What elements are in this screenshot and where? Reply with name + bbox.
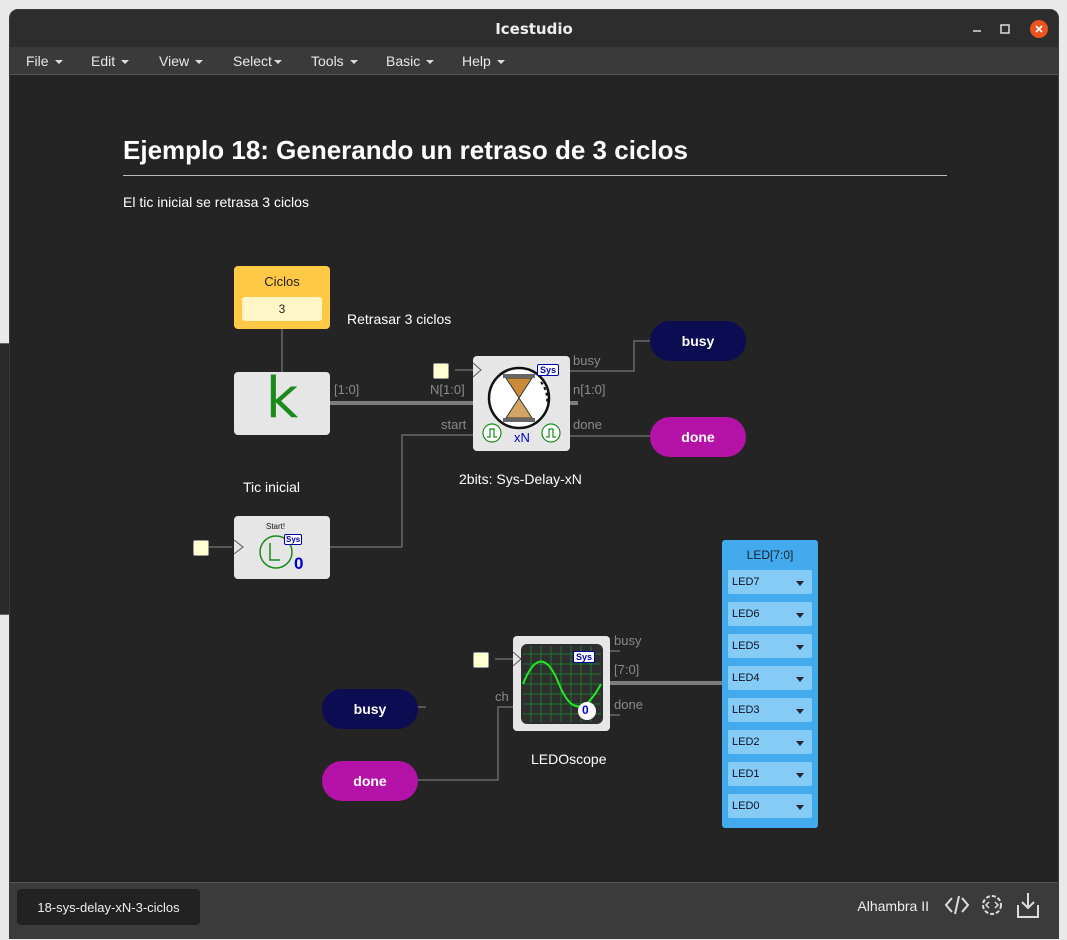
chevron-down-icon (121, 60, 130, 65)
chevron-down-icon (54, 60, 63, 65)
maximize-icon[interactable] (996, 20, 1014, 38)
title-bar: Icestudio (10, 10, 1058, 47)
start-block[interactable]: Start! Sys 0 (234, 516, 330, 579)
chevron-down-icon (796, 741, 804, 746)
retrasar-label: Retrasar 3 ciclos (347, 311, 452, 327)
clock-input-icon (234, 535, 293, 569)
pin-ch: ch (495, 689, 509, 704)
start-config-port[interactable] (193, 540, 209, 556)
chevron-down-icon (273, 60, 282, 65)
menu-basic[interactable]: Basic (386, 53, 435, 69)
menu-view[interactable]: View (159, 53, 204, 69)
scope-config-port[interactable] (473, 652, 489, 668)
pin-n-out: n[1:0] (573, 382, 606, 397)
gear-code-icon[interactable] (978, 891, 1006, 924)
led-pin-select[interactable]: LED1 (728, 762, 812, 786)
delay-caption: 2bits: Sys-Delay-xN (459, 471, 582, 487)
start-value: 0 (294, 554, 304, 573)
led-pin-select[interactable]: LED7 (728, 570, 812, 594)
chevron-down-icon (195, 60, 204, 65)
chevron-down-icon (796, 773, 804, 778)
app-window: Icestudio File Edit View Select Tools Ba… (10, 10, 1058, 938)
window-title: Icestudio (495, 19, 573, 38)
busy-output[interactable]: busy (650, 321, 746, 361)
pin-scope-bus: [7:0] (614, 662, 640, 677)
chevron-down-icon (796, 645, 804, 650)
menu-edit[interactable]: Edit (91, 53, 130, 69)
k-symbol: k (265, 366, 299, 431)
ledoscope-block[interactable]: Sys 0 (513, 636, 610, 731)
menu-bar: File Edit View Select Tools Basic Help (10, 47, 1058, 75)
menu-help[interactable]: Help (462, 53, 505, 69)
led-pin-select[interactable]: LED2 (728, 730, 812, 754)
tic-inicial-label: Tic inicial (243, 479, 301, 495)
start-text: Start! (266, 522, 286, 531)
ledoscope-caption: LEDOscope (531, 751, 607, 767)
oscilloscope-icon (513, 644, 603, 724)
pin-start: start (441, 417, 467, 432)
menu-select[interactable]: Select (233, 53, 282, 69)
description-text: El tic inicial se retrasa 3 ciclos (123, 194, 309, 210)
sys-badge: Sys (573, 651, 596, 663)
led-panel-title: LED[7:0] (746, 548, 794, 562)
chevron-down-icon (796, 709, 804, 714)
chevron-down-icon (796, 805, 804, 810)
chevron-down-icon (426, 60, 435, 65)
chevron-down-icon (796, 581, 804, 586)
chevron-down-icon (796, 613, 804, 618)
file-tab[interactable]: 18-sys-delay-xN-3-ciclos (17, 889, 200, 925)
sys-delay-block[interactable]: Sys xN (473, 356, 570, 451)
led-output-panel[interactable]: LED[7:0] LED7 LED6 LED5 LED4 LED3 LED2 L… (722, 540, 818, 828)
busy-input[interactable]: busy (322, 689, 418, 729)
scope-value: 0 (582, 703, 589, 717)
design-canvas[interactable]: Ejemplo 18: Generando un retraso de 3 ci… (10, 75, 1058, 882)
ciclos-constant[interactable]: Ciclos 3 (234, 266, 330, 329)
menu-tools[interactable]: Tools (311, 53, 358, 69)
xn-label: xN (514, 430, 530, 445)
k-constant-block[interactable]: k (234, 366, 330, 435)
download-icon[interactable] (1014, 891, 1042, 926)
led-pin-select[interactable]: LED4 (728, 666, 812, 690)
ciclos-value[interactable]: 3 (242, 297, 322, 321)
pin-n-in: N[1:0] (430, 382, 465, 397)
led-pin-select[interactable]: LED5 (728, 634, 812, 658)
led-pin-select[interactable]: LED6 (728, 602, 812, 626)
ciclos-title: Ciclos (264, 274, 300, 289)
menu-file[interactable]: File (26, 53, 63, 69)
board-selector[interactable]: Alhambra II (857, 898, 929, 914)
pin-busy: busy (573, 353, 601, 368)
sys-badge: Sys (537, 364, 560, 376)
pin-scope-busy: busy (614, 633, 642, 648)
title-divider (123, 175, 947, 176)
page-title: Ejemplo 18: Generando un retraso de 3 ci… (123, 135, 688, 165)
code-icon[interactable] (943, 891, 971, 924)
done-output[interactable]: done (650, 417, 746, 457)
done-input[interactable]: done (322, 761, 418, 801)
minimize-icon[interactable] (968, 20, 986, 38)
led-pin-select[interactable]: LED3 (728, 698, 812, 722)
status-bar: 18-sys-delay-xN-3-ciclos Alhambra II (10, 882, 1058, 938)
chevron-down-icon (349, 60, 358, 65)
led-pin-select[interactable]: LED0 (728, 794, 812, 818)
close-icon[interactable] (1030, 20, 1048, 38)
hourglass-icon (473, 362, 561, 443)
chevron-down-icon (496, 60, 505, 65)
bus-label: [1:0] (334, 382, 360, 397)
pin-done: done (573, 417, 602, 432)
pin-scope-done: done (614, 697, 643, 712)
chevron-down-icon (796, 677, 804, 682)
sys-badge: Sys (284, 534, 303, 545)
delay-config-port[interactable] (433, 363, 449, 379)
